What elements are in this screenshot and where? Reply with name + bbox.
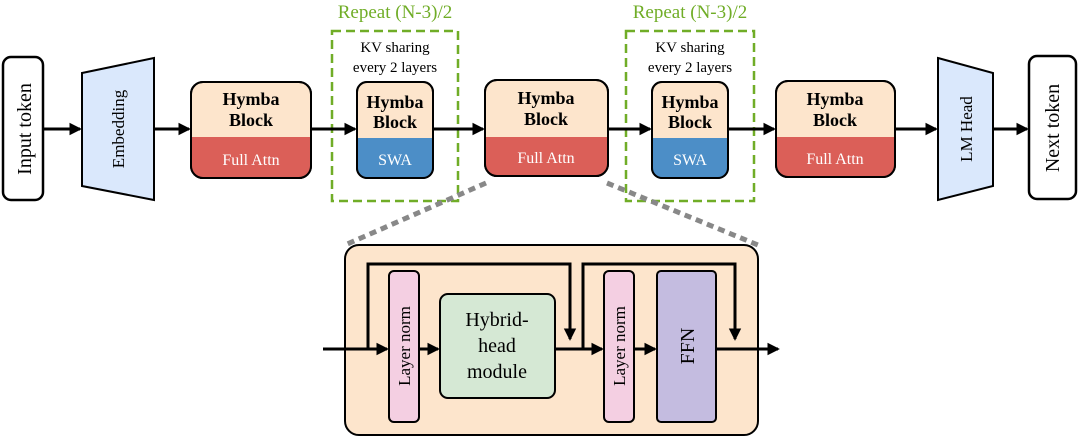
hymba-block-3: Hymba Block Full Attn (484, 79, 609, 177)
zoom-line-left (343, 180, 488, 248)
block-3-title-line2: Block (524, 109, 568, 129)
layer-norm-2-label: Layer norm (610, 306, 629, 386)
hymba-block-2: Hymba Block SWA (356, 81, 434, 179)
embedding-label: Embedding (109, 89, 128, 168)
layer-norm-1-label: Layer norm (395, 306, 414, 386)
repeat-group-1-note-line1: KV sharing (360, 40, 430, 56)
input-token-node: Input token (1, 55, 45, 202)
embedding-node: Embedding (81, 56, 155, 202)
zoom-connectors (343, 180, 759, 248)
block-1-title-line2: Block (229, 110, 273, 130)
block-3-title-line1: Hymba (517, 88, 574, 108)
residual-skip-1 (366, 262, 577, 349)
input-token-label: Input token (14, 83, 36, 175)
layer-norm-1 (388, 270, 420, 423)
hymba-block-4: Hymba Block SWA (651, 81, 729, 179)
block-2-title-line1: Hymba (366, 92, 423, 112)
repeat-group-1-note-line2: every 2 layers (353, 60, 437, 76)
block-2-title-line2: Block (373, 112, 417, 132)
block-2-attn-label: SWA (378, 152, 412, 169)
layer-norm-2 (603, 270, 635, 423)
hybrid-label-line1: Hybrid- (465, 309, 528, 331)
hybrid-label-line3: module (467, 361, 527, 383)
repeat-group-2-note-line2: every 2 layers (648, 60, 732, 76)
hymba-block-detail: Layer norm Hybrid- head module Layer nor… (323, 244, 780, 436)
ffn-block (656, 270, 717, 423)
block-5-title-line2: Block (813, 110, 857, 130)
hymba-block-5: Hymba Block Full Attn (775, 80, 896, 178)
block-1-attn-label: Full Attn (222, 152, 279, 169)
repeat-group-1: Repeat (N-3)/2 KV sharing every 2 layers (330, 2, 460, 203)
hymba-block-1: Hymba Block Full Attn (190, 81, 312, 179)
block-1-title-line1: Hymba (222, 89, 279, 109)
next-token-label: Next token (1042, 84, 1064, 172)
hybrid-label-line2: head (478, 335, 516, 357)
repeat-group-2-note-line1: KV sharing (655, 40, 725, 56)
residual-skip-2 (581, 262, 742, 349)
block-3-attn-label: Full Attn (517, 150, 574, 167)
block-4-title-line2: Block (668, 112, 712, 132)
block-4-title-line1: Hymba (661, 92, 718, 112)
repeat-group-2-label: Repeat (N-3)/2 (633, 2, 747, 23)
repeat-group-1-label: Repeat (N-3)/2 (338, 2, 452, 23)
block-5-attn-label: Full Attn (806, 151, 863, 168)
block-5-title-line1: Hymba (806, 89, 863, 109)
hybrid-head-module (439, 293, 556, 399)
lm-head-label: LM Head (957, 96, 976, 162)
block-4-attn-label: SWA (673, 152, 707, 169)
next-token-node: Next token (1027, 54, 1078, 201)
repeat-group-2: Repeat (N-3)/2 KV sharing every 2 layers (624, 2, 756, 203)
zoom-line-right (606, 180, 759, 248)
lm-head-node: LM Head (937, 56, 994, 202)
ffn-label: FFN (677, 328, 699, 365)
